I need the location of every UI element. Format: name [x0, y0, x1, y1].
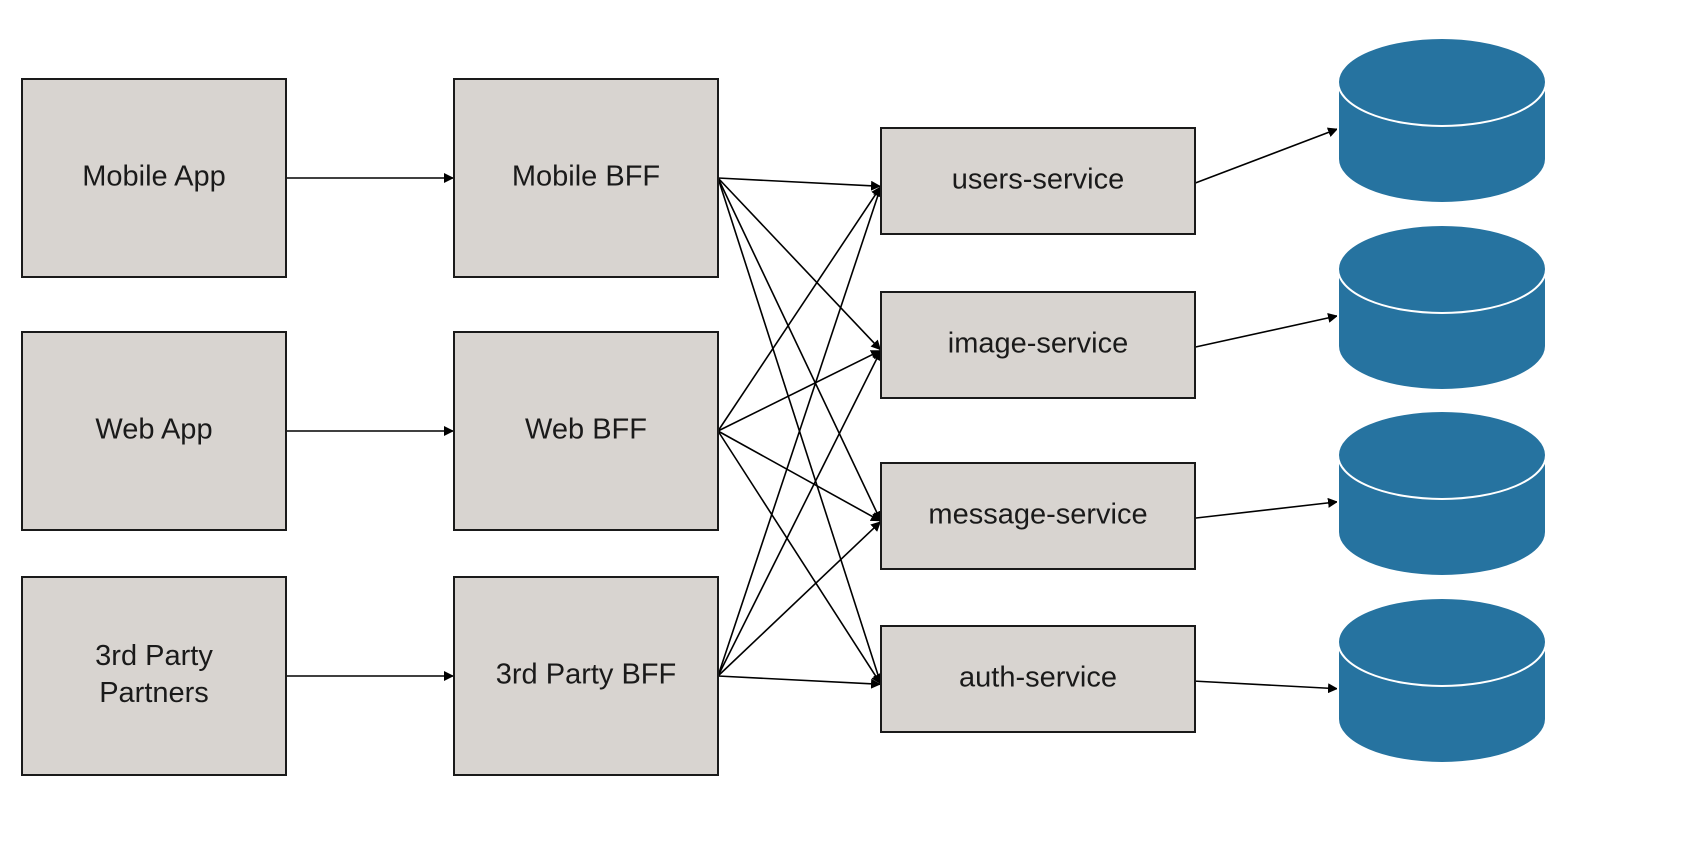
arrow-web-bff-to-image-service [717, 349, 882, 432]
arrow-web-bff-to-auth-service [717, 430, 882, 685]
third-party-bff-label: 3rd Party BFF [496, 659, 677, 691]
arrow-third-party-bff-to-message-service [717, 520, 882, 677]
database-top [1337, 597, 1547, 687]
third-party-partners-label: 3rd Party [95, 640, 213, 672]
arrow-third-party-bff-to-image-service [717, 349, 882, 677]
mobile-bff-node: Mobile BFF [453, 78, 719, 278]
users-service-box [880, 127, 1196, 235]
mobile-app-node: Mobile App [21, 78, 287, 278]
web-app-box [21, 331, 287, 531]
message-db-database-icon [1337, 410, 1547, 577]
web-app-label: Web App [95, 414, 212, 446]
arrow-image-service-to-image-db [1194, 313, 1339, 348]
message-service-node: message-service [880, 462, 1196, 570]
auth-service-box [880, 625, 1196, 733]
web-app-node: Web App [21, 331, 287, 531]
mobile-app-label: Mobile App [82, 161, 226, 193]
image-service-node: image-service [880, 291, 1196, 399]
edges-layer [286, 127, 1339, 694]
web-bff-box [453, 331, 719, 531]
users-db-database-icon [1337, 37, 1547, 204]
arrow-third-party-bff-to-users-service [717, 186, 883, 677]
auth-db-database-icon [1337, 597, 1547, 764]
arrow-mobile-bff-to-image-service [717, 177, 882, 351]
image-service-box [880, 291, 1196, 399]
auth-service-node: auth-service [880, 625, 1196, 733]
users-service-label: users-service [952, 164, 1124, 196]
arrow-web-bff-to-message-service [717, 430, 882, 522]
third-party-partners-box [21, 576, 287, 776]
image-service-label: image-service [948, 328, 1129, 360]
third-party-bff-box [453, 576, 719, 776]
mobile-bff-box [453, 78, 719, 278]
arrow-auth-service-to-auth-db [1194, 680, 1339, 694]
database-top [1337, 224, 1547, 314]
arrow-third-party-bff-to-auth-service [717, 675, 882, 689]
arrow-message-service-to-message-db [1194, 497, 1339, 519]
message-service-label: message-service [928, 499, 1147, 531]
third-party-partners-label: Partners [99, 677, 209, 709]
arrow-web-bff-to-users-service [717, 185, 882, 432]
third-party-bff-node: 3rd Party BFF [453, 576, 719, 776]
mobile-app-box [21, 78, 287, 278]
message-service-box [880, 462, 1196, 570]
users-service-node: users-service [880, 127, 1196, 235]
auth-service-label: auth-service [959, 662, 1117, 694]
arrow-mobile-bff-to-users-service [717, 177, 882, 191]
image-db-database-icon [1337, 224, 1547, 391]
database-top [1337, 37, 1547, 127]
mobile-bff-label: Mobile BFF [512, 161, 660, 193]
arrow-users-service-to-users-db [1194, 127, 1339, 184]
web-bff-label: Web BFF [525, 414, 647, 446]
web-bff-node: Web BFF [453, 331, 719, 531]
arrow-mobile-bff-to-message-service [717, 177, 882, 522]
database-top [1337, 410, 1547, 500]
